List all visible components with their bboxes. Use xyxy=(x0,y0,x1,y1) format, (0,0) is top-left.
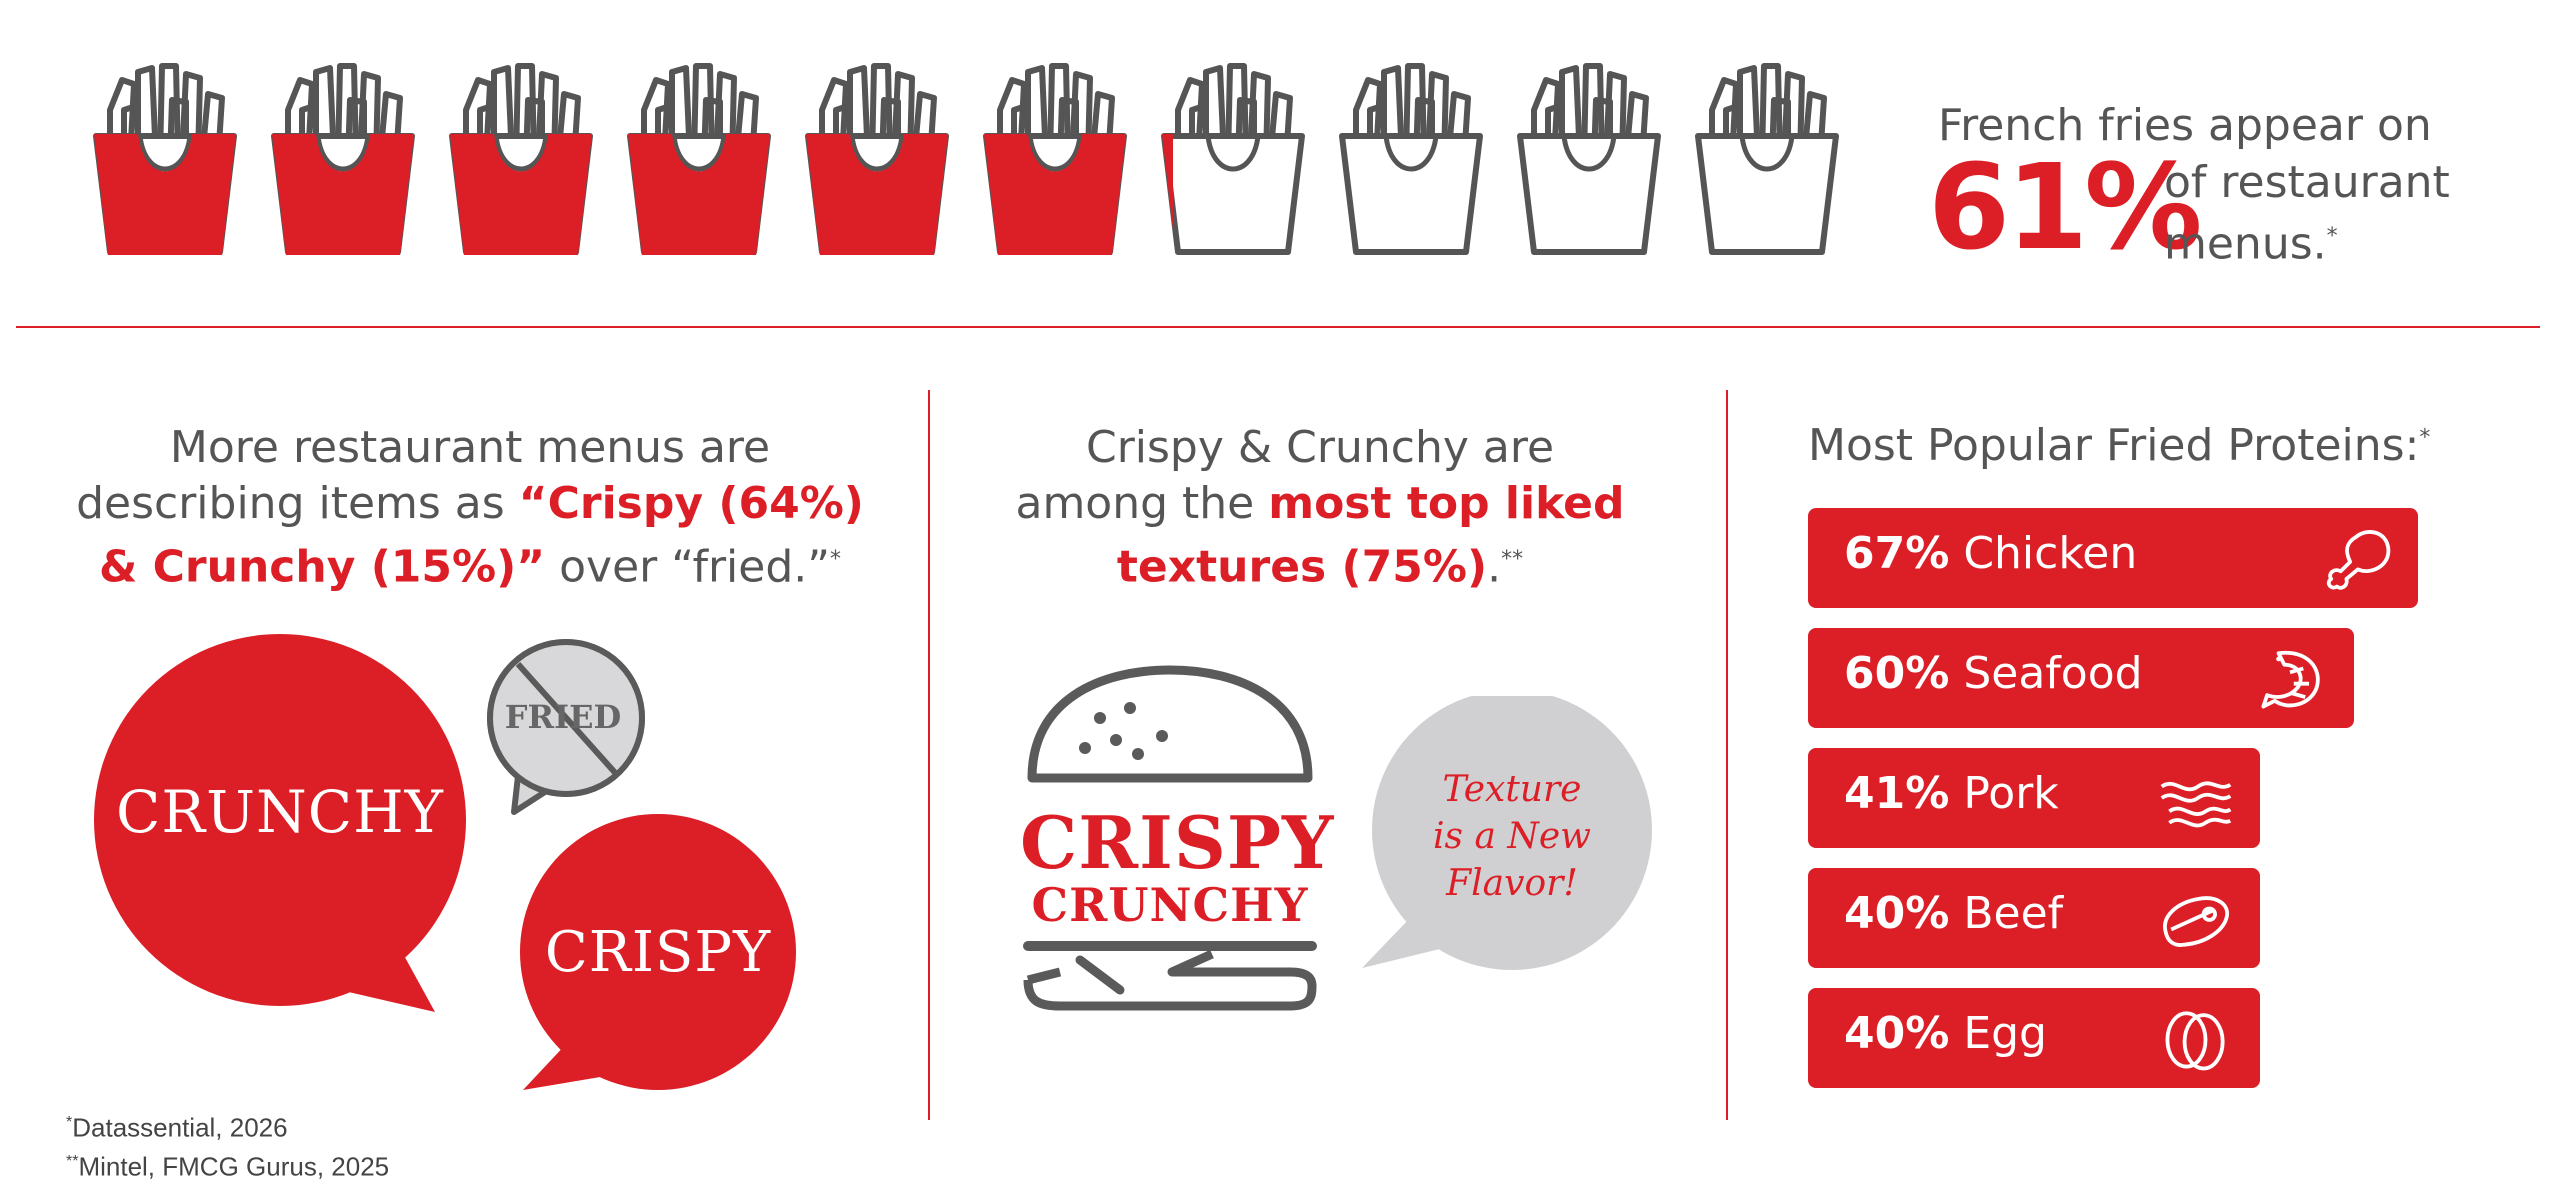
headline-stat: French fries appear on 61% of restaurant… xyxy=(1928,100,2508,280)
protein-percent: 40% xyxy=(1844,888,1950,939)
burger-icon: CRISPY CRUNCHY xyxy=(1020,660,1335,1020)
protein-name: Beef xyxy=(1949,888,2064,939)
liked-textures-text: Crispy & Crunchy are among the most top … xyxy=(960,420,1680,596)
protein-name: Pork xyxy=(1949,768,2059,819)
proteins-title: Most Popular Fried Proteins:* xyxy=(1808,420,2431,471)
protein-bar-egg: 40% Egg xyxy=(1808,988,2260,1088)
col2-line3: textures (75%).** xyxy=(1116,541,1524,593)
fries-icon-row xyxy=(90,60,1870,270)
footnotes: *Datassential, 2026 **Mintel, FMCG Gurus… xyxy=(66,1106,389,1183)
headline-percent: 61% xyxy=(1928,138,2202,276)
texture-line3: Flavor! xyxy=(1446,863,1578,904)
crispy-label: CRISPY xyxy=(544,920,772,985)
crispy-crunchy-menu-text: More restaurant menus are describing ite… xyxy=(40,420,900,596)
french-fries-icon xyxy=(802,60,952,260)
texture-label: Texture is a New Flavor! xyxy=(1392,766,1632,907)
protein-percent: 67% xyxy=(1844,528,1950,579)
protein-label: 67% Chicken xyxy=(1844,528,2137,579)
french-fries-icon xyxy=(90,60,240,260)
texture-speech-bubble: Texture is a New Flavor! xyxy=(1352,690,1652,976)
headline-line1: French fries appear on xyxy=(1938,100,2432,151)
steak-icon xyxy=(2156,882,2236,954)
french-fries-icon xyxy=(268,60,418,260)
protein-label: 40% Beef xyxy=(1844,888,2063,939)
protein-bar-seafood: 60% Seafood xyxy=(1808,628,2354,728)
protein-percent: 60% xyxy=(1844,648,1950,699)
french-fries-icon xyxy=(980,60,1130,260)
fried-label: FRIED xyxy=(504,698,622,736)
footnote-2: **Mintel, FMCG Gurus, 2025 xyxy=(66,1151,390,1182)
protein-label: 60% Seafood xyxy=(1844,648,2143,699)
burger-crispy-label: CRISPY xyxy=(1020,800,1335,885)
texture-line2: is a New xyxy=(1433,816,1591,857)
footnote-1: *Datassential, 2026 xyxy=(66,1112,288,1143)
french-fries-icon xyxy=(1514,60,1664,260)
crispy-speech-bubble: CRISPY xyxy=(508,812,808,1102)
vertical-divider-1 xyxy=(928,390,930,1120)
protein-bar-beef: 40% Beef xyxy=(1808,868,2260,968)
col2-line1: Crispy & Crunchy are xyxy=(1085,422,1555,473)
burger-crunchy-label: CRUNCHY xyxy=(1031,878,1309,932)
egg-icon xyxy=(2156,1002,2236,1074)
headline-rest: of restaurant menus.* xyxy=(2164,156,2450,272)
french-fries-icon xyxy=(1158,60,1308,260)
vertical-divider-2 xyxy=(1726,390,1728,1120)
french-fries-icon xyxy=(624,60,774,260)
crunchy-speech-bubble: CRUNCHY xyxy=(90,630,490,1030)
french-fries-icon xyxy=(1336,60,1486,260)
crunchy-label: CRUNCHY xyxy=(116,778,444,846)
french-fries-icon xyxy=(446,60,596,260)
col1-line2: describing items as “Crispy (64%) xyxy=(76,478,864,529)
bacon-icon xyxy=(2156,762,2236,834)
no-fried-bubble: FRIED xyxy=(478,636,658,816)
protein-label: 40% Egg xyxy=(1844,1008,2047,1059)
protein-name: Chicken xyxy=(1949,528,2138,579)
col2-line2: among the most top liked xyxy=(1015,478,1625,529)
protein-name: Seafood xyxy=(1949,648,2143,699)
horizontal-divider xyxy=(16,326,2540,328)
headline-rest-line1: of restaurant xyxy=(2164,157,2450,208)
protein-bar-pork: 41% Pork xyxy=(1808,748,2260,848)
chicken-leg-icon xyxy=(2314,522,2394,594)
french-fries-icon xyxy=(1692,60,1842,260)
protein-bar-chicken: 67% Chicken xyxy=(1808,508,2418,608)
protein-label: 41% Pork xyxy=(1844,768,2059,819)
protein-percent: 40% xyxy=(1844,1008,1950,1059)
headline-rest-line2: menus.* xyxy=(2164,218,2338,270)
col1-line1: More restaurant menus are xyxy=(169,422,771,473)
col1-line3: & Crunchy (15%)” over “fried.”* xyxy=(98,541,842,593)
shrimp-icon xyxy=(2250,642,2330,714)
protein-percent: 41% xyxy=(1844,768,1950,819)
protein-name: Egg xyxy=(1949,1008,2047,1059)
texture-line1: Texture xyxy=(1442,769,1582,810)
